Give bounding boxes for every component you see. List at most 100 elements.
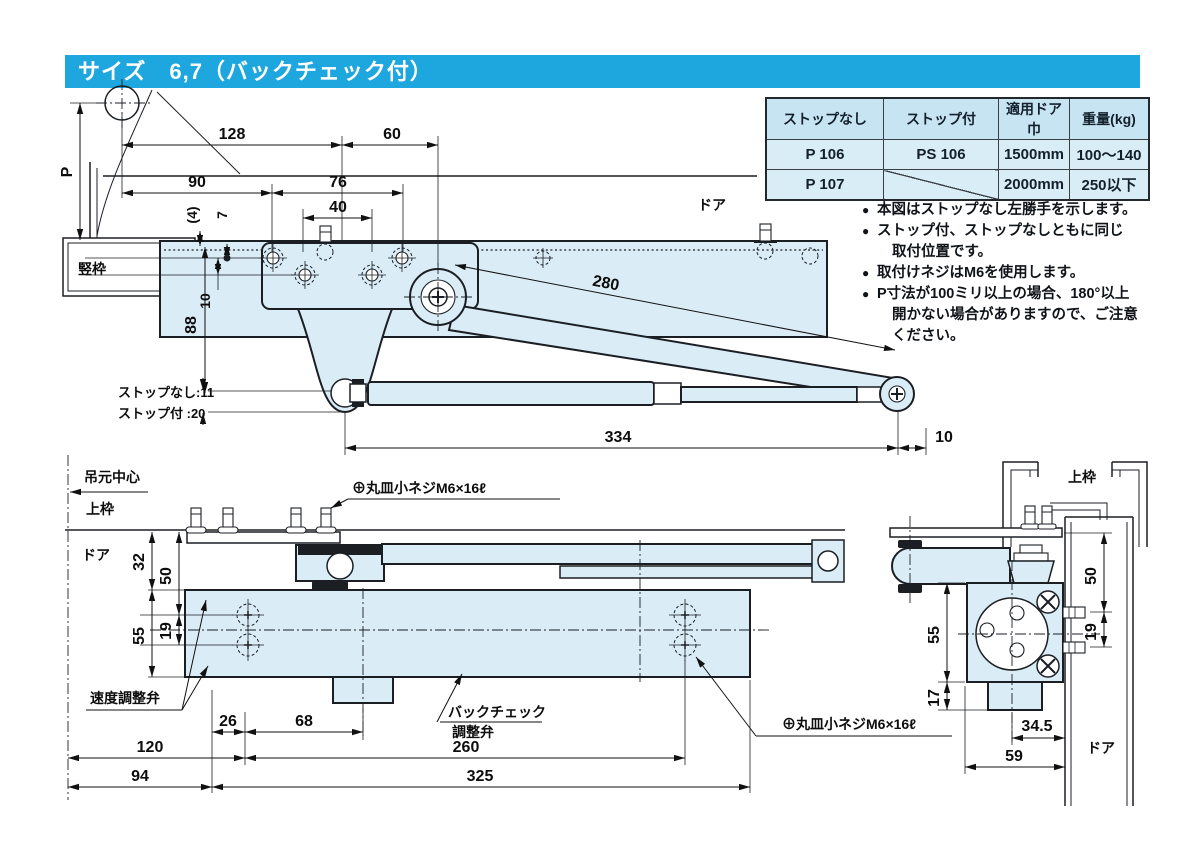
- dim-88: 88: [183, 316, 200, 334]
- dim-59: 59: [1005, 748, 1023, 765]
- dim-334: 334: [605, 429, 632, 446]
- mounting-bolts: [185, 507, 337, 534]
- door-top-bolt: [754, 223, 777, 260]
- screw-note-top: ⊕丸皿小ネジM6×16ℓ: [352, 480, 486, 496]
- front-view: 吊元中心 上枠 ⊕丸皿小ネジM6×16ℓ ドア: [65, 455, 952, 800]
- col-header-door-width: 適用ドア巾: [998, 97, 1070, 140]
- dim-128: 128: [219, 126, 246, 143]
- backcheck-valve-label: バックチェック: [448, 704, 546, 720]
- plate-screw-holes: [259, 244, 416, 289]
- note-line: 取付けネジはM6を使用します。: [877, 265, 1085, 281]
- backcheck-valve-label2: 調整弁: [452, 724, 494, 740]
- screw-note-bottom: ⊕丸皿小ネジM6×16ℓ: [782, 716, 916, 732]
- top-frame-label: 上枠: [1068, 469, 1096, 485]
- dim-50: 50: [158, 567, 175, 585]
- dim-325: 325: [467, 768, 494, 785]
- phillips-screw: [1036, 590, 1060, 614]
- speed-valve-label: 速度調整弁: [90, 690, 160, 706]
- dim-p: P: [59, 166, 76, 177]
- note-line: P寸法が100ミリ以上の場合、180°以上: [877, 286, 1130, 302]
- bullet-icon: ●: [862, 203, 870, 217]
- slide-arm: [381, 543, 831, 565]
- spec-table-row: P 106 PS 106 1500mm 100〜140: [765, 139, 1150, 170]
- cell-model: P 107: [765, 169, 884, 201]
- dim-4: (4): [184, 206, 200, 223]
- pinion-body: [1007, 560, 1055, 584]
- cell-door-width: 2000mm: [998, 169, 1070, 201]
- door-swing-curve: [96, 89, 153, 237]
- bullet-icon: ●: [862, 224, 870, 238]
- cell-weight: 100〜140: [1069, 139, 1150, 170]
- slide-arm-lower: [559, 565, 829, 579]
- spec-table-header-row: ストップなし ストップ付 適用ドア巾 重量(kg): [765, 97, 1150, 140]
- dim-17: 17: [926, 689, 943, 707]
- top-frame-label: 上枠: [86, 501, 114, 517]
- rod-arm-1: [367, 381, 655, 406]
- body-screw-holes: [232, 599, 701, 661]
- dim-7: 7: [214, 211, 230, 219]
- rod-junction: [653, 382, 682, 405]
- door-top-bolt: [314, 225, 337, 261]
- spindle-hub: [404, 263, 472, 331]
- dim-50: 50: [1083, 567, 1100, 585]
- front-mounting-plate: [186, 531, 341, 544]
- plan-view: 竪枠 ドア: [59, 79, 953, 455]
- side-view: 上枠: [889, 461, 1148, 806]
- dim-19: 19: [158, 622, 175, 640]
- door-label: ドア: [1087, 740, 1115, 756]
- rod-arm-2: [680, 386, 858, 403]
- dim-10-right: 10: [935, 429, 953, 446]
- hinge-center-label: 吊元中心: [84, 469, 140, 485]
- note-line: 取付位置です。: [892, 244, 993, 260]
- front-bottom-dimensions: 26 68 120 260 94 325: [68, 660, 751, 793]
- phillips-screw: [1036, 654, 1060, 678]
- valve-tab-side: [987, 681, 1043, 711]
- spec-table: ストップなし ストップ付 適用ドア巾 重量(kg) P 106 PS 106 1…: [765, 97, 1150, 201]
- dim-68: 68: [295, 713, 313, 730]
- note-line: 開かない場合がありますので、ご注意: [892, 307, 1138, 323]
- stop-none-label: ストップなし:11: [118, 385, 214, 400]
- dim-90: 90: [188, 174, 206, 191]
- note-line: ストップ付、ストップなしともに同じ: [877, 223, 1124, 239]
- cell-door-width: 1500mm: [998, 139, 1070, 170]
- col-header-stop-with: ストップ付: [883, 97, 999, 140]
- front-left-dimensions: 32 50 55 19: [131, 532, 233, 678]
- plan-dimensions: 128 60 90 76 40 P (4) 7: [59, 102, 953, 455]
- top-frame-section: [1002, 461, 1148, 547]
- dim-260: 260: [453, 739, 480, 756]
- dim-60: 60: [383, 126, 401, 143]
- rod-connector: [349, 383, 367, 403]
- dim-34-5: 34.5: [1021, 718, 1052, 735]
- dim-120: 120: [137, 739, 164, 756]
- dim-32: 32: [131, 553, 148, 571]
- cell-weight: 250以下: [1069, 169, 1150, 201]
- col-header-weight: 重量(kg): [1069, 97, 1150, 140]
- dim-280: 280: [591, 273, 621, 295]
- closer-body-front: [184, 589, 751, 678]
- cell-model-stop-na: [883, 169, 999, 201]
- dim-55: 55: [131, 627, 148, 645]
- door-section: [1064, 516, 1134, 806]
- note-item: ● ストップ付、ストップなしともに同じ 取付位置です。: [862, 221, 1172, 263]
- spec-table-row: P 107 2000mm 250以下: [765, 169, 1150, 201]
- stop-with-label: ストップ付 :20: [118, 406, 205, 421]
- dim-55: 55: [926, 626, 943, 644]
- side-dimensions: 50 19 55 17 34.5 59 ドア: [926, 532, 1115, 774]
- cell-model-stop: PS 106: [883, 139, 999, 170]
- arm-bracket: [296, 308, 394, 414]
- page-title: サイズ 6,7（バックチェック付）: [78, 59, 433, 84]
- door-label: ドア: [698, 197, 726, 213]
- side-bolts-top: [1020, 505, 1057, 530]
- dim-19: 19: [1083, 623, 1100, 641]
- dim-76: 76: [329, 174, 347, 191]
- door-label: ドア: [82, 547, 110, 563]
- note-item: ● 本図はストップなし左勝手を示します。: [862, 200, 1172, 221]
- note-line: ください。: [892, 328, 965, 344]
- jamb-label: 竪枠: [78, 261, 106, 277]
- side-mount-bolts: [1062, 606, 1086, 654]
- side-mounting-plate: [889, 527, 1063, 538]
- pinion-cap: [1019, 544, 1043, 554]
- dim-26: 26: [219, 713, 237, 730]
